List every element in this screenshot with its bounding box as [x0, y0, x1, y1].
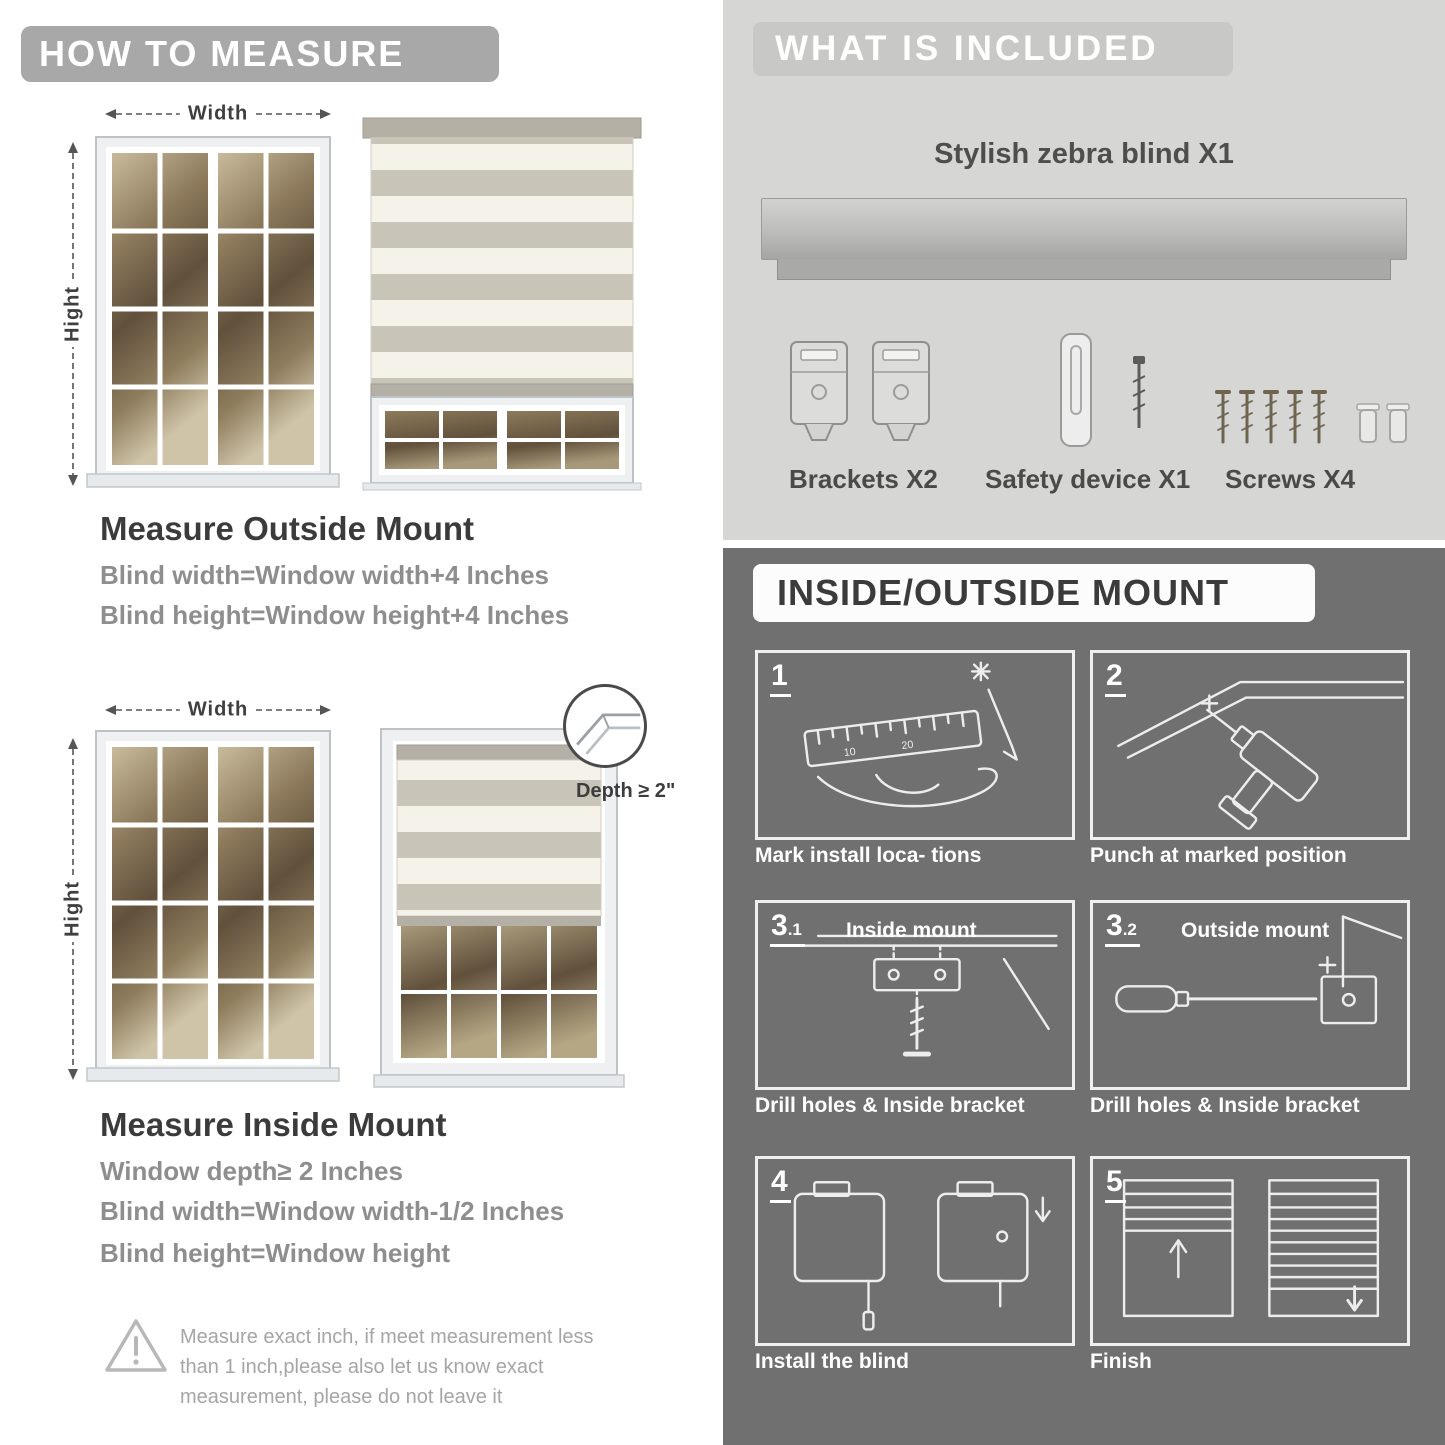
- inside-depth-requirement: Window depth≥ 2 Inches: [100, 1156, 403, 1186]
- blind-rail-lip: [777, 259, 1391, 280]
- measure-mark-icon: 10 20: [758, 653, 1072, 837]
- outside-mount-title: Measure Outside Mount: [100, 510, 475, 547]
- depth-callout-label: Depth ≥ 2": [576, 780, 676, 802]
- height-label-outside: Hight: [61, 280, 85, 348]
- step-number-1: 1: [770, 661, 791, 697]
- step-panel-2: 2: [1090, 650, 1410, 840]
- width-label-outside: Width: [179, 102, 257, 126]
- width-arrow-inside: Width: [103, 698, 333, 722]
- window-illustration-inside: [86, 730, 340, 1082]
- height-label-inside: Hight: [61, 875, 85, 943]
- inside-outside-mount-header: INSIDE/OUTSIDE MOUNT: [753, 564, 1315, 622]
- outside-bracket-icon: [1093, 903, 1407, 1087]
- svg-text:20: 20: [901, 739, 914, 752]
- how-to-measure-section: HOW TO MEASURE Width: [0, 0, 712, 1445]
- step-panel-3-1: 3.1 Inside mount: [755, 900, 1075, 1090]
- blind-illustration-outside: [362, 117, 642, 491]
- step-caption-5: Finish: [1090, 1350, 1152, 1373]
- step-panel-3-2: 3.2 Outside mount: [1090, 900, 1410, 1090]
- step-caption-3-1: Drill holes & Inside bracket: [755, 1094, 1025, 1117]
- screws-icon: [1211, 374, 1426, 462]
- warning-icon: [103, 1316, 169, 1376]
- how-to-measure-header: HOW TO MEASURE: [21, 26, 499, 82]
- step-number-5: 5: [1105, 1167, 1126, 1203]
- screws-label: Screws X4: [1225, 464, 1356, 494]
- window-illustration-outside: [86, 136, 340, 488]
- product-label: Stylish zebra blind X1: [934, 138, 1234, 170]
- step-title-3-2: Outside mount: [1181, 919, 1330, 942]
- width-label-inside: Width: [179, 698, 257, 722]
- inside-outside-mount-section: INSIDE/OUTSIDE MOUNT 1 10 20: [723, 548, 1445, 1445]
- step-number-4: 4: [770, 1167, 791, 1203]
- step-caption-1: Mark install loca- tions: [755, 844, 982, 867]
- blind-illustration-inside: [373, 728, 625, 1088]
- safety-device-icon: [1045, 330, 1185, 454]
- step-caption-3-2: Drill holes & Inside bracket: [1090, 1094, 1360, 1117]
- inside-width-formula: Blind width=Window width-1/2 Inches: [100, 1196, 565, 1226]
- step-number-2: 2: [1105, 661, 1126, 697]
- step-caption-4: Install the blind: [755, 1350, 910, 1373]
- depth-callout-circle: [563, 684, 647, 768]
- height-arrow-inside: Hight: [60, 736, 86, 1082]
- blind-rail-illustration: [761, 198, 1407, 260]
- safety-device-label: Safety device X1: [985, 464, 1191, 494]
- step-title-3-1: Inside mount: [846, 919, 977, 942]
- brackets-icon: [785, 336, 937, 452]
- step-panel-5: 5: [1090, 1156, 1410, 1346]
- what-is-included-section: WHAT IS INCLUDED Stylish zebra blind X1: [723, 0, 1445, 540]
- step-number-3-1: 3.1: [770, 911, 805, 947]
- inside-bracket-icon: [758, 903, 1072, 1087]
- step-number-3-2: 3.2: [1105, 911, 1140, 947]
- brackets-label: Brackets X2: [789, 464, 938, 494]
- step-panel-1: 1 10 20: [755, 650, 1075, 840]
- outside-height-formula: Blind height=Window height+4 Inches: [100, 600, 570, 630]
- outside-width-formula: Blind width=Window width+4 Inches: [100, 560, 549, 590]
- inside-mount-title: Measure Inside Mount: [100, 1106, 447, 1143]
- finish-blinds-icon: [1093, 1159, 1407, 1343]
- width-arrow-outside: Width: [103, 102, 333, 126]
- inside-height-formula: Blind height=Window height: [100, 1238, 450, 1268]
- height-arrow-outside: Hight: [60, 140, 86, 488]
- install-blind-icon: [758, 1159, 1072, 1343]
- warning-text: Measure exact inch, if meet measurement …: [180, 1326, 594, 1408]
- what-is-included-header: WHAT IS INCLUDED: [753, 22, 1233, 76]
- step-caption-2: Punch at marked position: [1090, 844, 1347, 867]
- drill-icon: [1093, 653, 1407, 837]
- step-panel-4: 4: [755, 1156, 1075, 1346]
- svg-text:10: 10: [843, 746, 856, 759]
